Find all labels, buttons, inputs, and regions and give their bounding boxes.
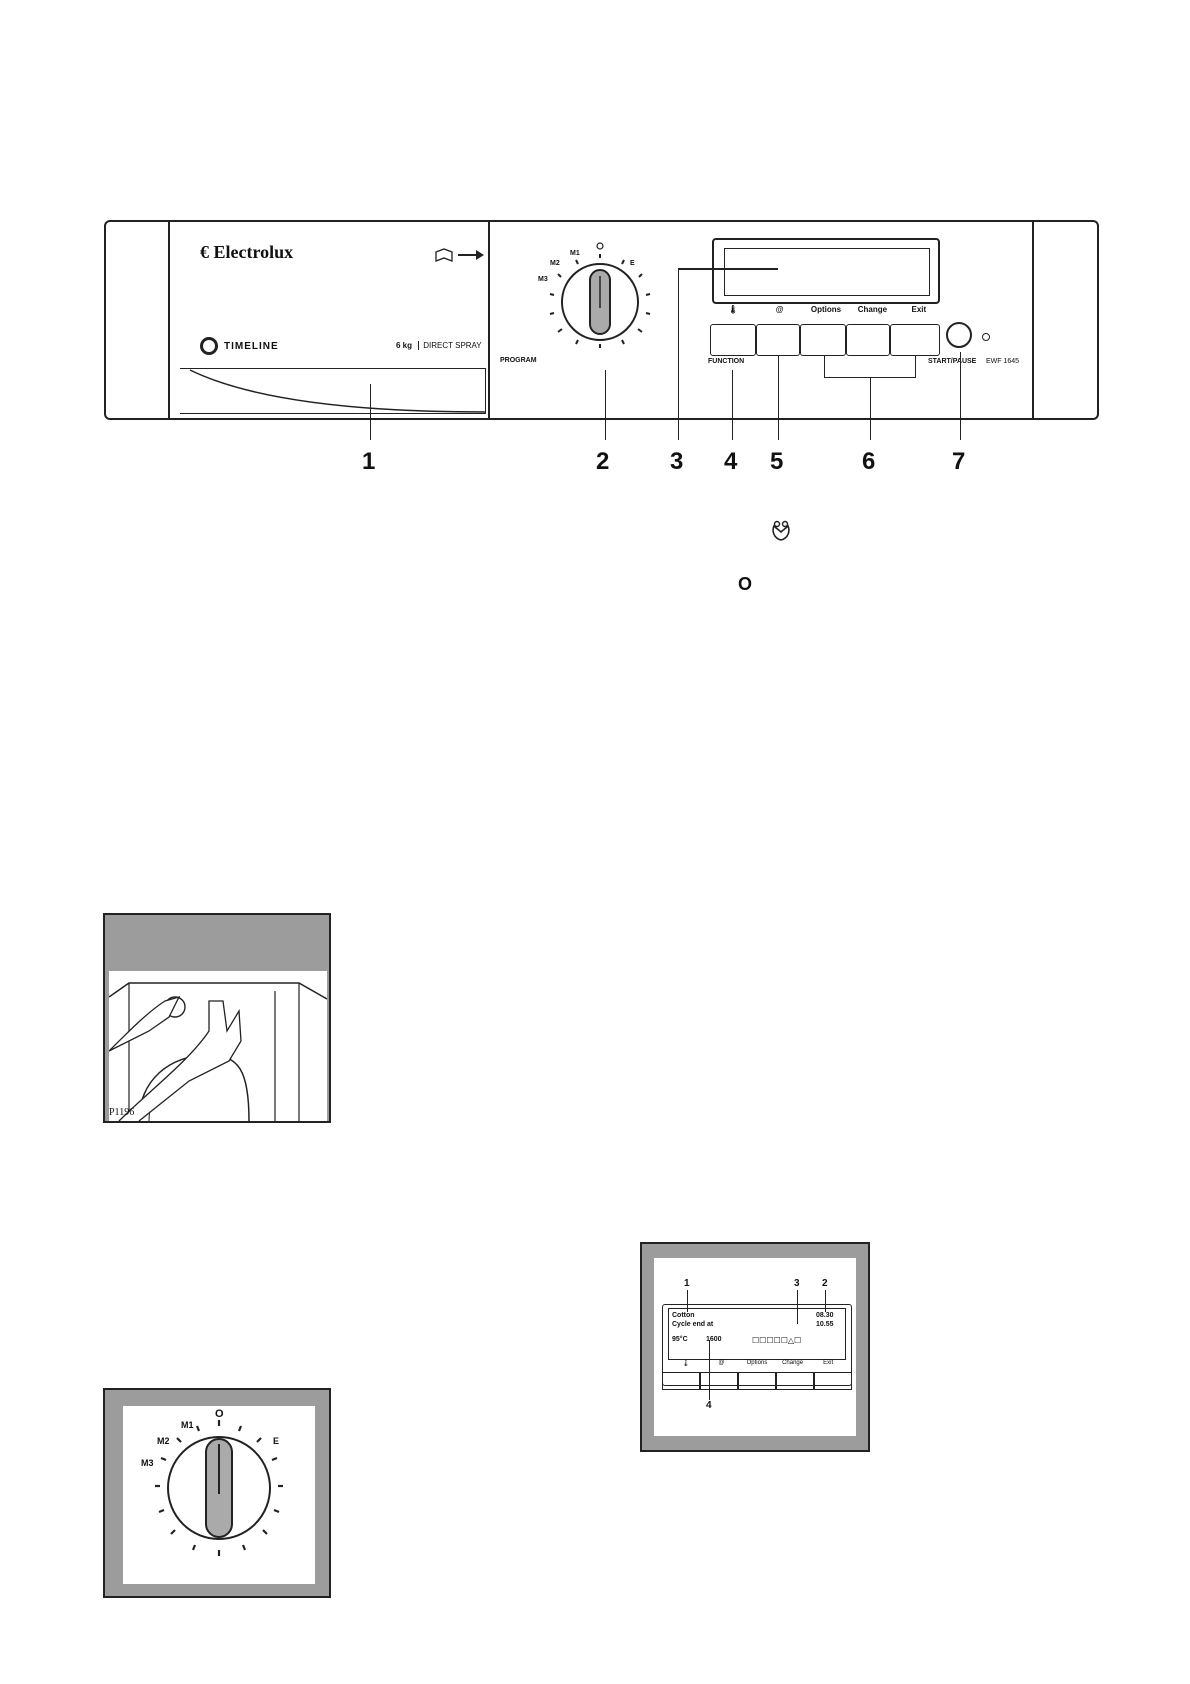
book-icon [434, 246, 486, 269]
callout-line-3h [678, 268, 778, 270]
spray-label: DIRECT SPRAY [418, 341, 482, 350]
exit-button[interactable] [890, 324, 940, 356]
detergent-dispenser[interactable] [168, 220, 490, 420]
capacity-label: 6 kg DIRECT SPRAY [396, 341, 482, 350]
display-callout-1: 1 [684, 1278, 690, 1289]
option-icons: ☐☐☐☐☐△☐ [752, 1336, 802, 1345]
flower-icon [768, 520, 794, 547]
start-pause-label: START/PAUSE [928, 358, 977, 365]
display-callout-2: 2 [822, 1278, 828, 1289]
display-leader-2 [825, 1290, 827, 1312]
spin-icon: @ [718, 1360, 725, 1366]
drawer-curve [186, 368, 487, 414]
brand-name: Electrolux [213, 242, 294, 262]
change-button[interactable] [846, 324, 890, 356]
dial-label-m1: M1 [570, 250, 580, 257]
dispenser-drawer[interactable] [180, 368, 486, 414]
dial-label-e: E [630, 260, 635, 267]
callout-bracket-6 [824, 356, 916, 378]
options-label: Options [746, 1360, 768, 1366]
callout-line-7 [960, 352, 961, 440]
series-name: TIMELINE [224, 340, 279, 352]
program-dial-figure: O M1 M2 M3 E [103, 1388, 331, 1598]
callout-line-4 [732, 370, 733, 440]
temperature-button[interactable] [662, 1372, 700, 1390]
options-button[interactable] [738, 1372, 776, 1390]
spin-icon: @ [775, 305, 784, 314]
temperature-button[interactable] [710, 324, 756, 356]
dial-label-m2: M2 [157, 1436, 170, 1446]
display-buttons [662, 1372, 852, 1390]
callout-3: 3 [670, 448, 684, 475]
options-label: Options [810, 305, 842, 314]
timeline-logo: TIMELINE [200, 337, 279, 355]
thermometer-icon: 🌡 [728, 305, 739, 314]
cycle-end-label: Cycle end at [672, 1321, 714, 1328]
spin-value: 1600 [706, 1336, 722, 1343]
display-callout-4: 4 [706, 1400, 712, 1411]
change-label: Change [857, 305, 888, 314]
thermometer-icon: 🌡 [681, 1361, 690, 1367]
dial-label-m2: M2 [550, 260, 560, 267]
options-button[interactable] [800, 324, 846, 356]
start-pause-led [982, 333, 990, 341]
change-button[interactable] [776, 1372, 814, 1390]
exit-button[interactable] [814, 1372, 852, 1390]
spin-button[interactable] [700, 1372, 738, 1390]
start-pause-button[interactable] [946, 322, 972, 348]
dial-label-m3: M3 [538, 276, 548, 283]
display-leader-4 [709, 1340, 711, 1400]
program-label: PROGRAM [500, 357, 537, 364]
clock-icon [200, 337, 218, 355]
dial-label-m3: M3 [141, 1458, 154, 1468]
button-labels: 🌡 @ Options Change Exit [710, 305, 942, 323]
callout-2: 2 [596, 448, 610, 475]
display-button-labels: 🌡 @ Options Change Exit [668, 1360, 846, 1372]
program-dial-small[interactable] [510, 236, 670, 366]
lcd-display [724, 248, 930, 296]
callout-line-2 [605, 370, 606, 440]
callout-line-6 [870, 378, 871, 440]
dial-label-e: E [273, 1436, 280, 1446]
callout-5: 5 [770, 448, 784, 475]
callout-4: 4 [724, 448, 738, 475]
model-label: EWF 1645 [986, 358, 1020, 365]
callout-6: 6 [862, 448, 876, 475]
end-time: 10.55 [816, 1321, 834, 1328]
display-figure: 1 3 2 4 Cotton Cycle end at 08.30 10.55 … [640, 1242, 870, 1452]
callout-7: 7 [952, 448, 966, 475]
callout-1: 1 [362, 448, 376, 475]
brand-logo: € Electrolux [200, 242, 293, 263]
current-time: 08.30 [816, 1312, 834, 1319]
dial-pointer [218, 1444, 220, 1494]
temperature-value: 95°C [672, 1336, 688, 1343]
panel-right-divider [1032, 220, 1034, 420]
display-screen [668, 1308, 846, 1360]
display-leader-3 [797, 1290, 799, 1324]
change-label: Change [782, 1360, 804, 1366]
exit-label: Exit [823, 1360, 834, 1366]
dial-off-label: O [215, 1408, 224, 1420]
callout-line-5 [778, 356, 779, 440]
callout-line-3 [678, 268, 679, 440]
function-label: FUNCTION [708, 358, 745, 365]
electrolux-logo-icon: € [200, 242, 209, 262]
callout-line-1 [370, 384, 371, 440]
lcd-display-frame [712, 238, 940, 304]
capacity-value: 6 kg [396, 341, 413, 350]
display-leader-1 [687, 1290, 689, 1312]
exit-label: Exit [911, 305, 927, 314]
dial-label-m1: M1 [181, 1420, 194, 1430]
hands-dial-figure: P1196 [103, 913, 331, 1123]
program-name: Cotton [672, 1312, 695, 1319]
off-symbol: O [738, 574, 753, 594]
spin-button[interactable] [756, 324, 800, 356]
photo-caption: P1196 [109, 1107, 135, 1118]
display-callout-3: 3 [794, 1278, 800, 1289]
